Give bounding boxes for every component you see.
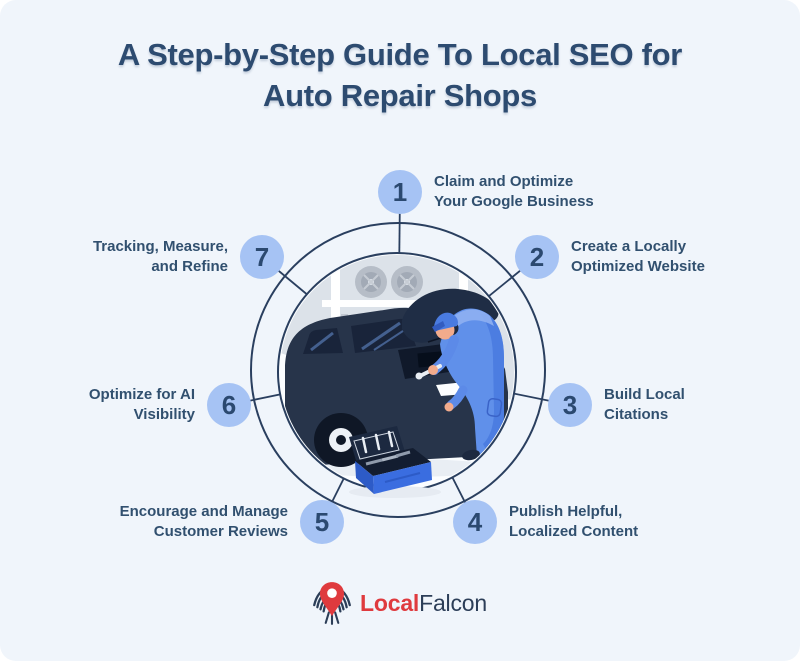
outer-ring (250, 222, 546, 518)
title-line-1: A Step-by-Step Guide To Local SEO for (117, 37, 683, 72)
localfalcon-pin-falcon-icon (313, 582, 351, 625)
toolbox-side (355, 461, 374, 494)
step-item-4: 4 Publish Helpful, Localized Content (453, 500, 638, 544)
step-3-number-badge: 3 (548, 383, 592, 427)
toolbox (349, 426, 441, 498)
step-item-1: 1 Claim and Optimize Your Google Busines… (378, 170, 594, 214)
step-6-number-badge: 6 (207, 383, 251, 427)
mechanic-hand (428, 365, 438, 375)
mechanic (415, 308, 504, 461)
localfalcon-logo: LocalFalcon (0, 580, 800, 626)
logo-text-local: Local (360, 589, 420, 616)
logo-wordmark: LocalFalcon (360, 590, 487, 617)
step-2-label: Create a Locally Optimized Website (571, 238, 705, 275)
step-7-number-badge: 7 (240, 235, 284, 279)
step-4-number-badge: 4 (453, 500, 497, 544)
step-5-number-badge: 5 (300, 500, 344, 544)
logo-text-falcon: Falcon (419, 589, 487, 616)
step-7-label: Tracking, Measure, and Refine (92, 238, 228, 275)
step-item-3: 3 Build Local Citations (548, 383, 685, 427)
step-4-label: Publish Helpful, Localized Content (509, 503, 639, 540)
step-1-number-badge: 1 (378, 170, 422, 214)
step-2-number-badge: 2 (515, 235, 559, 279)
garage-scene (280, 255, 514, 477)
mechanic-pocket (486, 398, 503, 418)
step-6-label: Optimize for AI Visibility (88, 386, 195, 423)
mechanic-shoe (462, 449, 480, 461)
title-line-2: Auto Repair Shops (263, 78, 537, 113)
step-3-label: Build Local Citations (604, 386, 685, 423)
step-item-6: 6 Optimize for AI Visibility (89, 383, 251, 427)
step-5-label: Encourage and Manage Customer Reviews (119, 503, 288, 540)
step-item-5: 5 Encourage and Manage Customer Reviews (120, 500, 344, 544)
step-item-2: 2 Create a Locally Optimized Website (515, 235, 705, 279)
tires-on-shelf (355, 266, 423, 298)
step-item-7: 7 Tracking, Measure, and Refine (93, 235, 284, 279)
step-1-label: Claim and Optimize Your Google Business (434, 173, 594, 210)
toolbox-tray (355, 448, 431, 476)
